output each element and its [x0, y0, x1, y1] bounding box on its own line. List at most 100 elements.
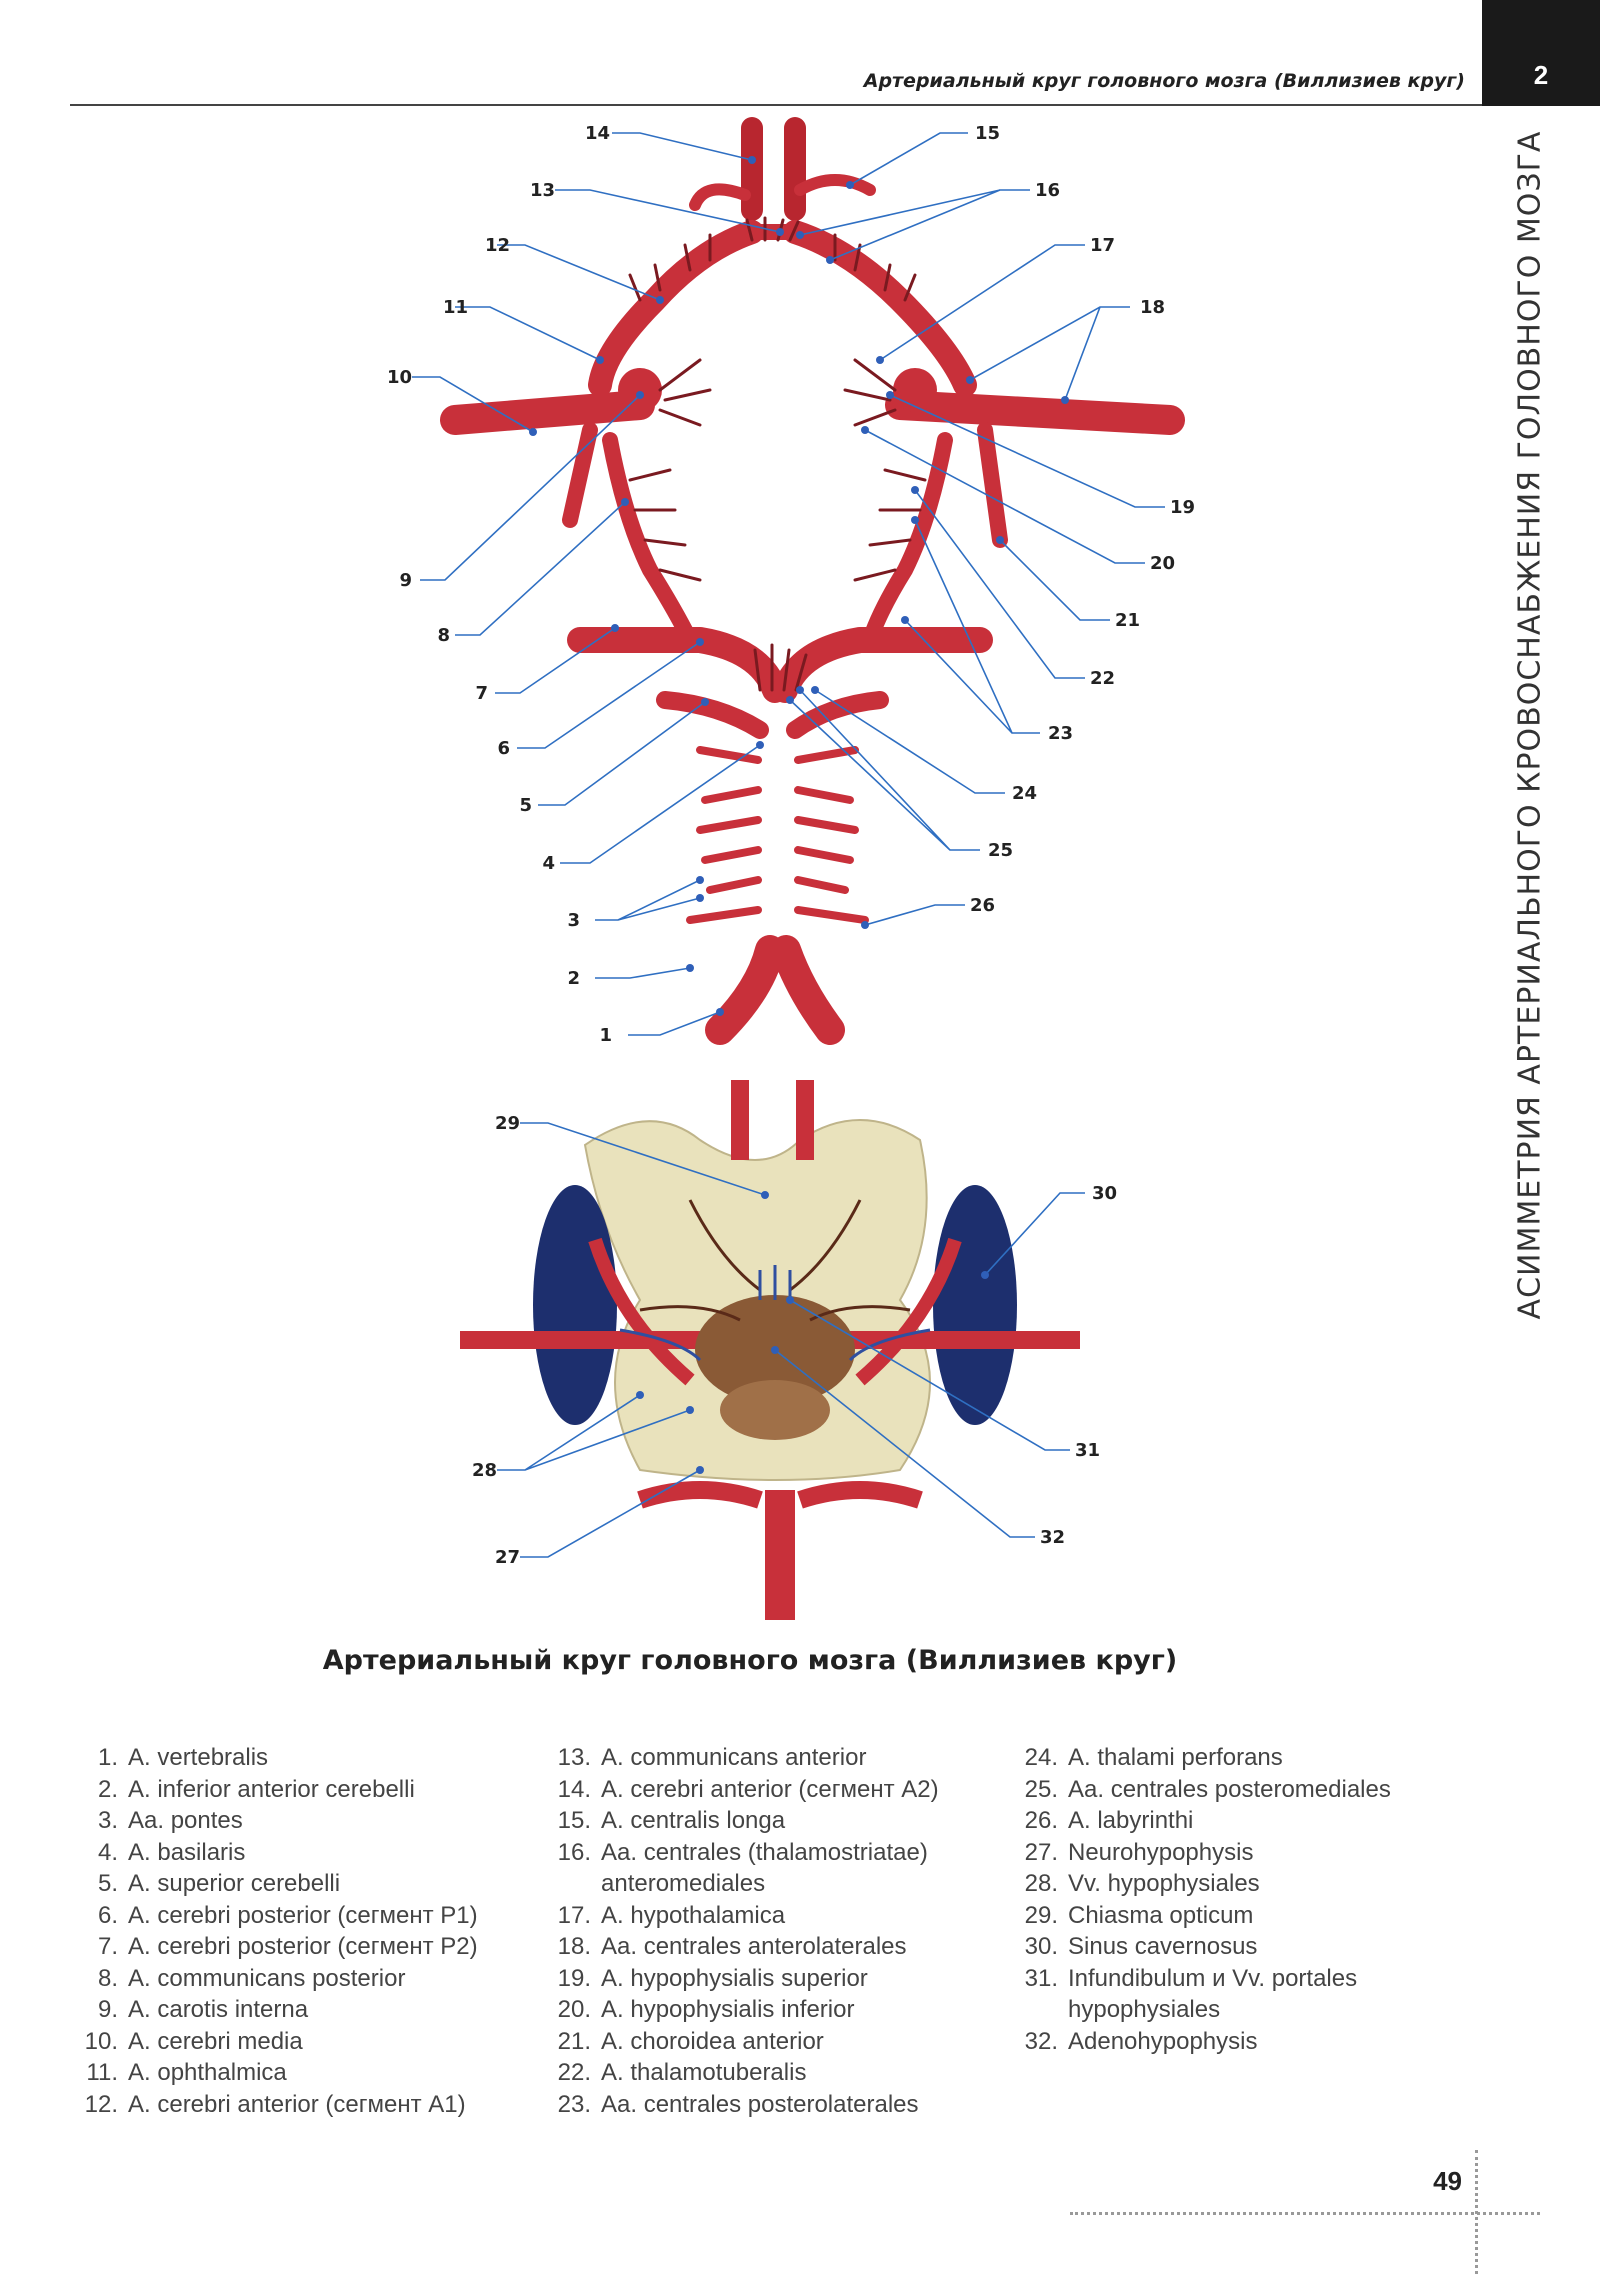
figure-label-9: 9 [399, 570, 412, 591]
figure-label-1: 1 [599, 1025, 612, 1046]
legend-item: 4.A. basilaris [82, 1837, 538, 1869]
legend-text: Chiasma opticum [1068, 1901, 1254, 1929]
figure-label-8: 8 [437, 625, 450, 646]
legend-text: A. thalami perforans [1068, 1744, 1283, 1771]
willis-circle-figure: 1 2 3 4 5 6 7 8 9 10 11 12 13 14 15 16 1… [387, 117, 1195, 1620]
legend-column-3: 24.A. thalami perforans 25.Aa. centrales… [1022, 1742, 1478, 2057]
legend-number: 29. [1024, 1901, 1058, 1929]
figure-label-21: 21 [1115, 610, 1140, 631]
legend-text: A. carotis interna [128, 1996, 309, 2023]
legend-text: A. choroidea anterior [601, 2027, 824, 2055]
figure-label-6: 6 [497, 738, 510, 759]
legend-number: 6. [97, 1901, 118, 1929]
legend-item: 19.A. hypophysialis superior [555, 1963, 1011, 1995]
legend-item: 11.A. ophthalmica [82, 2057, 538, 2089]
figure-label-4: 4 [542, 853, 555, 874]
legend-number: 27. [1024, 1838, 1058, 1866]
legend-item: 26.A. labyrinthi [1022, 1805, 1478, 1837]
legend-text: A. communicans anterior [601, 1744, 867, 1771]
legend-text: Sinus cavernosus [1068, 1933, 1258, 1960]
header-rule [70, 104, 1490, 106]
side-chapter-title: АСИММЕТРИЯ АРТЕРИАЛЬНОГО КРОВОСНАБЖЕНИЯ … [1512, 130, 1548, 1320]
legend-item: 24. A. thalami perforans [1022, 1742, 1478, 1774]
figure-label-10: 10 [387, 367, 412, 388]
figure-label-2: 2 [567, 968, 580, 989]
figure-label-24: 24 [1012, 783, 1037, 804]
legend-item: 2. A. inferior anterior cerebelli [82, 1774, 538, 1806]
legend-item: 22.A. thalamotuberalis [555, 2057, 1011, 2089]
legend-number: 14. [557, 1775, 591, 1803]
legend-item: 13. A. communicans anterior [555, 1742, 1011, 1774]
figure-label-20: 20 [1150, 553, 1175, 574]
legend-number: 18. [557, 1933, 591, 1960]
chapter-tab: 2 [1482, 0, 1600, 106]
figure-label-30: 30 [1092, 1183, 1117, 1204]
legend-text: A. superior cerebelli [128, 1870, 341, 1897]
legend-item: 31.Infundibulum и Vv. portales hypophysi… [1022, 1963, 1478, 2026]
dotted-rule-vertical [1475, 2150, 1478, 2274]
legend-text: A. vertebralis [128, 1744, 269, 1771]
arterial-circle-drawing [440, 117, 1185, 1045]
legend-item: 10. A. cerebri media [82, 2026, 538, 2058]
legend-number: 25. [1024, 1775, 1058, 1803]
legend-text: A. centralis longa [601, 1807, 786, 1834]
legend-item: 27.Neurohypophysis [1022, 1837, 1478, 1869]
legend-item: 14. A. cerebri anterior (сегмент A2) [555, 1774, 1011, 1806]
legend-number: 24. [1024, 1744, 1058, 1771]
legend-item: 3.Aa. pontes [82, 1805, 538, 1837]
legend-item: 23.Aa. centrales posterolaterales [555, 2089, 1011, 2121]
legend-column-1: 1. A. vertebralis 2. A. inferior anterior … [82, 1742, 538, 2120]
legend-item: 1. A. vertebralis [82, 1742, 538, 1774]
figure-label-18: 18 [1140, 297, 1165, 318]
figure-label-32: 32 [1040, 1527, 1065, 1548]
legend-text: A. cerebri posterior (сегмент P2) [128, 1933, 478, 1960]
running-header-title: Артериальный круг головного мозга (Вилли… [863, 70, 1465, 92]
figure-label-7: 7 [475, 683, 488, 704]
legend-number: 4. [97, 1838, 118, 1866]
figure-label-16: 16 [1035, 180, 1060, 201]
legend-number: 11. [86, 2059, 118, 2086]
legend-text: Aa. centrales anterolaterales [601, 1933, 907, 1960]
legend-number: 17. [557, 1901, 591, 1929]
legend-item: 16.Aa. centrales (thalamostriatae) anter… [555, 1837, 1011, 1900]
legend-item: 15.A. centralis longa [555, 1805, 1011, 1837]
legend-number: 2. [97, 1775, 118, 1803]
legend-text: A. cerebri anterior (сегмент A2) [601, 1775, 939, 1803]
legend-column-2: 13. A. communicans anterior 14. A. cerebri… [555, 1742, 1011, 2120]
legend-text: A. inferior anterior cerebelli [128, 1775, 415, 1803]
side-title-container: АСИММЕТРИЯ АРТЕРИАЛЬНОГО КРОВОСНАБЖЕНИЯ … [1500, 125, 1560, 1325]
legend-item: 32.Adenohypophysis [1022, 2026, 1478, 2058]
figure-label-13: 13 [530, 180, 555, 201]
legend-item: 29. Chiasma opticum [1022, 1900, 1478, 1932]
legend-number: 21. [557, 2027, 591, 2055]
figure-label-3: 3 [567, 910, 580, 931]
legend-number: 1. [97, 1744, 118, 1771]
legend-number: 9. [97, 1996, 118, 2023]
leader-lines [412, 132, 1165, 1558]
figure-caption: Артериальный круг головного мозга (Вилли… [322, 1645, 1178, 1676]
legend-number: 7. [97, 1933, 118, 1960]
figure-label-23: 23 [1048, 723, 1073, 744]
figure-label-5: 5 [519, 795, 532, 816]
legend-item: 8.A. communicans posterior [82, 1963, 538, 1995]
legend-number: 12. [84, 2090, 118, 2118]
figure-label-27: 27 [495, 1547, 520, 1568]
legend-item: 20.A. hypophysialis inferior [555, 1994, 1011, 2026]
legend-number: 28. [1024, 1870, 1058, 1897]
legend-number: 23. [557, 2090, 591, 2118]
legend-text: A. cerebri media [128, 2027, 303, 2055]
legend-number: 26. [1024, 1807, 1058, 1834]
legend-item: 6.A. cerebri posterior (сегмент P1) [82, 1900, 538, 1932]
figure-labels: 1 2 3 4 5 6 7 8 9 10 11 12 13 14 15 16 1… [387, 123, 1195, 1568]
legend-number: 20. [557, 1996, 591, 2023]
figure-label-22: 22 [1090, 668, 1115, 689]
legend-text: A. thalamotuberalis [601, 2059, 807, 2086]
legend-number: 10. [84, 2027, 118, 2055]
legend-number: 16. [557, 1838, 591, 1866]
legend-item: 21. A. choroidea anterior [555, 2026, 1011, 2058]
figure-label-12: 12 [485, 235, 510, 256]
page-number: 49 [1433, 2166, 1462, 2196]
legend-item: 17.A. hypothalamica [555, 1900, 1011, 1932]
legend-number: 13. [557, 1744, 591, 1771]
legend-item: 28.Vv. hypophysiales [1022, 1868, 1478, 1900]
